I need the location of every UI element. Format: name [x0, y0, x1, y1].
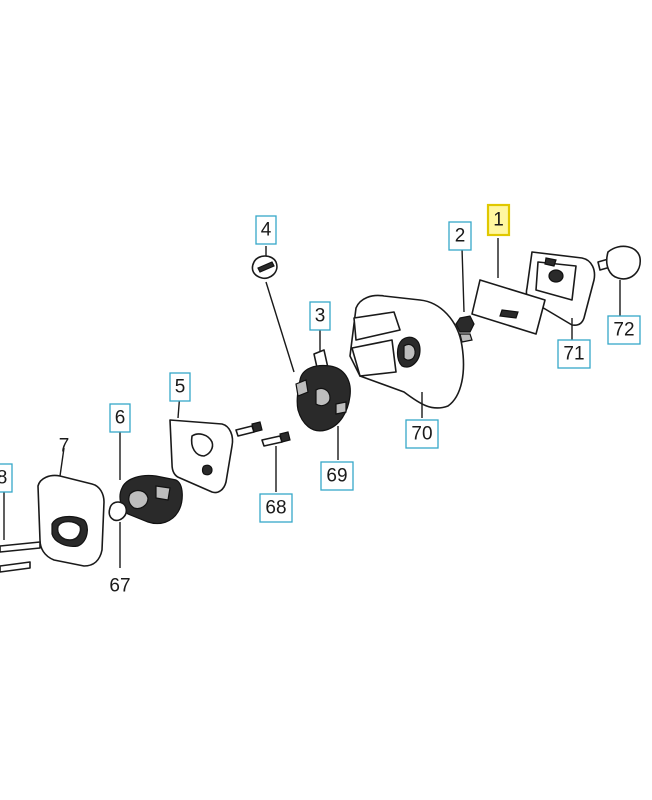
callout-label: 6 — [115, 408, 126, 429]
callout-70[interactable]: 70 — [405, 419, 439, 449]
callout-69[interactable]: 69 — [320, 461, 354, 491]
callout-72[interactable]: 72 — [607, 315, 641, 345]
callout-3[interactable]: 3 — [309, 301, 331, 331]
callout-6[interactable]: 6 — [109, 403, 131, 433]
part-carburetor[interactable] — [295, 330, 351, 460]
callout-label: 70 — [411, 424, 432, 445]
callout-label: 5 — [175, 377, 186, 398]
part-gasket[interactable] — [169, 391, 234, 494]
callout-label: 3 — [315, 306, 326, 327]
callout-label: 2 — [455, 226, 466, 247]
callout-71[interactable]: 71 — [557, 339, 591, 369]
part-intake-adapter[interactable] — [108, 430, 183, 568]
callout-label: 68 — [265, 498, 286, 519]
callout-label: 8 — [0, 468, 7, 489]
callout-2[interactable]: 2 — [448, 221, 472, 251]
callout-67: 67 — [109, 576, 130, 597]
callout-4[interactable]: 4 — [255, 215, 277, 245]
callout-label: 67 — [109, 576, 130, 597]
part-rods[interactable] — [0, 492, 41, 573]
part-nut[interactable] — [455, 247, 475, 343]
callout-7: 7 — [59, 436, 70, 457]
callout-5[interactable]: 5 — [169, 372, 191, 402]
callout-label: 69 — [326, 466, 347, 487]
callout-label: 4 — [261, 220, 272, 241]
part-bolts[interactable] — [235, 421, 291, 492]
callout-8[interactable]: 8 — [0, 463, 13, 493]
part-cover-plate[interactable] — [37, 447, 105, 567]
part-filter-housing[interactable] — [349, 294, 465, 419]
callout-68[interactable]: 68 — [259, 493, 293, 523]
callout-label: 71 — [563, 344, 584, 365]
callout-label: 7 — [59, 436, 70, 457]
callout-label: 1 — [493, 210, 504, 231]
part-plug[interactable] — [251, 246, 295, 373]
part-filter-element[interactable] — [471, 238, 546, 335]
callout-label: 72 — [613, 320, 634, 341]
callout-1[interactable]: 1 — [486, 203, 511, 237]
part-knob[interactable] — [597, 245, 641, 318]
